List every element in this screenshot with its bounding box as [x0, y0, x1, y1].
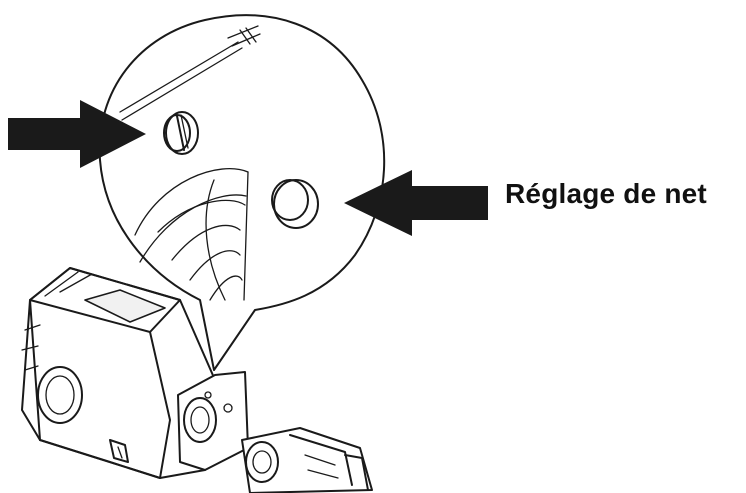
magnified-contents: [119, 25, 319, 301]
focus-knob-icon: [271, 179, 319, 229]
projector-body: [21, 267, 216, 479]
lens-reflector: [134, 168, 249, 301]
lamp-connector: [241, 427, 373, 493]
mounting-bracket: [177, 371, 249, 471]
focus-adjustment-label: Réglage de net: [505, 178, 707, 209]
magnified-callout: [98, 14, 386, 371]
zoom-knob-icon: [163, 111, 199, 155]
arrow-right-icon: [344, 170, 488, 236]
arrow-left-icon: [8, 100, 146, 168]
